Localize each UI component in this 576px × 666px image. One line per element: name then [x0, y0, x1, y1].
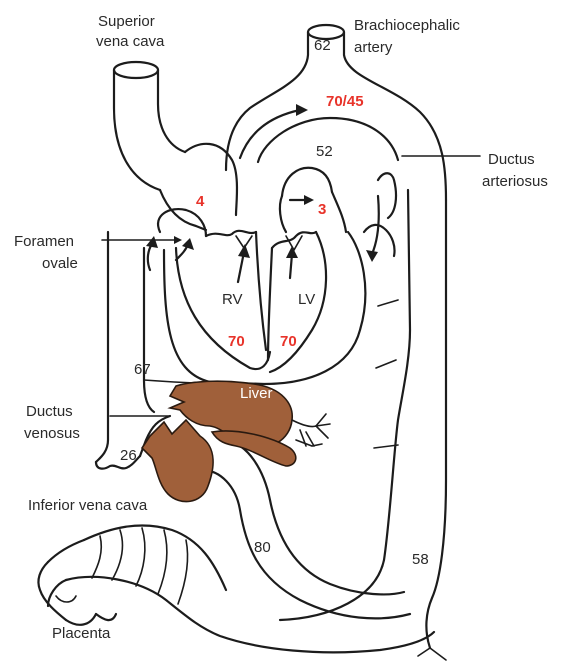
arrow-head-icon [182, 238, 194, 250]
saturation-umbilical-vein: 80 [254, 539, 271, 556]
arrow-head-icon [286, 246, 298, 258]
inferior-vena-cava-label: Inferior vena cava [28, 497, 148, 514]
ductus-arteriosus-label-line1: Ductus [488, 151, 535, 168]
saturation-descending-aorta: 58 [412, 551, 429, 568]
arrow-head-icon [146, 236, 158, 248]
saturation-ivc-lower: 26 [120, 447, 137, 464]
liver-label: Liver [240, 385, 273, 402]
superior-vena-cava-label-line2: vena cava [96, 33, 165, 50]
arrow-head-icon [366, 250, 378, 262]
placenta-label: Placenta [52, 625, 111, 642]
ductus-venosus-label-line1: Ductus [26, 403, 73, 420]
ductus-arteriosus-label-line2: arteriosus [482, 173, 548, 190]
ductus-venosus-label-line2: venosus [24, 425, 80, 442]
pressure-right-ventricle: 70 [228, 333, 245, 350]
foramen-ovale-label-line1: Foramen [14, 233, 74, 250]
pressure-left-ventricle: 70 [280, 333, 297, 350]
arrow-head-icon [296, 104, 308, 116]
foramen-ovale-label-line2: ovale [42, 255, 78, 272]
liver [142, 381, 296, 501]
saturation-aortic-isthmus: 52 [316, 143, 333, 160]
arrow-head-icon [304, 195, 314, 205]
placenta-vessels [38, 540, 116, 625]
pressure-aorta: 70/45 [326, 93, 364, 110]
superior-vena-cava-label-line1: Superior [98, 13, 155, 30]
leader-lines [102, 156, 480, 416]
brachiocephalic-artery-label-line1: Brachiocephalic [354, 17, 460, 34]
aortic-arch-vessel [226, 25, 446, 200]
lv-label: LV [298, 291, 315, 308]
arrow-head-icon [238, 244, 250, 258]
pressure-left-atrium: 3 [318, 201, 326, 218]
saturation-brachiocephalic: 62 [314, 37, 331, 54]
pressure-right-atrium: 4 [196, 193, 205, 210]
flow-arrows [146, 104, 379, 282]
heart [158, 144, 396, 384]
brachiocephalic-artery-label-line2: artery [354, 39, 393, 56]
superior-vena-cava-vessel [114, 62, 185, 190]
rv-label: RV [222, 291, 243, 308]
umbilical-vein-vessel [202, 440, 410, 618]
saturation-svc-ivc-junction: 67 [134, 361, 151, 378]
hepatic-vessel-branches [292, 414, 330, 446]
